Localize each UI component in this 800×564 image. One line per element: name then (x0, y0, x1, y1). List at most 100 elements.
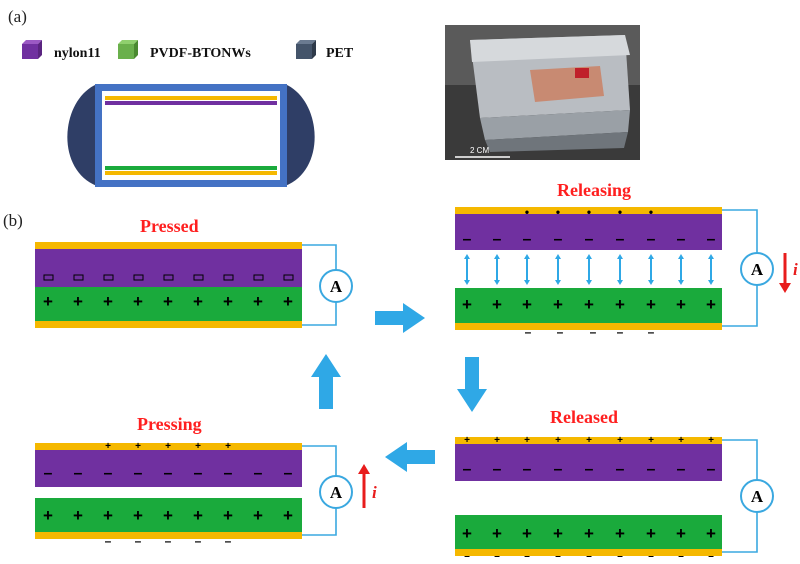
electrode-charge: + (678, 435, 684, 446)
electrode-charge: – (524, 551, 530, 559)
negative-charge: – (647, 461, 656, 478)
state-pressed: +++++++++A (35, 242, 353, 328)
circuit-wire (302, 445, 337, 476)
negative-charge: – (493, 231, 502, 248)
positive-charge: + (253, 292, 263, 311)
positive-charge: + (646, 295, 656, 314)
field-arrow-head (555, 280, 561, 285)
device-schematic (67, 84, 315, 187)
electrode-charge: – (494, 551, 500, 559)
electrode-charge: + (225, 441, 231, 452)
top-electrode (105, 96, 277, 100)
electrode-charge: + (135, 441, 141, 452)
title-pressed: Pressed (140, 216, 199, 236)
electrode-charge: – (586, 551, 592, 559)
negative-charge: – (647, 231, 656, 248)
electrode-charge: • (618, 205, 622, 219)
electrode-charge: – (590, 325, 597, 339)
positive-charge: + (43, 292, 53, 311)
pet-top (95, 84, 287, 91)
positive-charge: + (103, 506, 113, 525)
nylon-layer (105, 101, 277, 105)
negative-charge: – (523, 461, 532, 478)
circuit-wire (722, 285, 758, 327)
negative-charge: – (616, 231, 625, 248)
nylon-layer (35, 450, 302, 487)
positive-charge: + (43, 506, 53, 525)
top-electrode (455, 437, 722, 444)
electrode-charge: + (195, 441, 201, 452)
negative-charge: – (194, 465, 203, 482)
field-arrow-head (494, 280, 500, 285)
negative-charge: – (493, 461, 502, 478)
current-arrow-head (358, 464, 370, 474)
field-arrow-head (678, 254, 684, 259)
top-electrode (455, 207, 722, 214)
electrode-charge: + (494, 435, 500, 446)
field-arrow-head (555, 254, 561, 259)
negative-charge (73, 274, 84, 281)
electrode-charge: – (648, 551, 654, 559)
ammeter-label: A (751, 260, 764, 279)
negative-charge: – (254, 465, 263, 482)
negative-charge: – (134, 465, 143, 482)
positive-charge: + (193, 292, 203, 311)
electrode-charge: • (587, 205, 591, 219)
field-arrow-head (586, 254, 592, 259)
electrode-charge: – (525, 325, 532, 339)
negative-charge (283, 274, 294, 281)
pet-left (95, 84, 102, 187)
negative-charge: – (284, 465, 293, 482)
negative-charge (103, 274, 114, 281)
circuit-wire (302, 244, 337, 270)
legend: nylon11 PVDF-BTONWs PET (22, 40, 354, 61)
field-arrow-head (494, 254, 500, 259)
ammeter-label: A (330, 483, 343, 502)
field-arrow-head (617, 254, 623, 259)
electrode-charge: • (556, 205, 560, 219)
positive-charge: + (193, 506, 203, 525)
negative-charge: – (523, 231, 532, 248)
negative-charge (253, 274, 264, 281)
positive-charge: + (522, 295, 532, 314)
pvdf-layer (455, 288, 722, 323)
nylon-layer (455, 444, 722, 481)
panel-label-b: (b) (3, 211, 23, 230)
title-releasing: Releasing (557, 180, 631, 200)
bottom-electrode (35, 532, 302, 539)
legend-swatch-pvdf (118, 44, 134, 59)
legend-label-nylon: nylon11 (54, 46, 101, 61)
positive-charge: + (522, 524, 532, 543)
negative-charge (193, 274, 204, 281)
negative-charge: – (74, 465, 83, 482)
positive-charge: + (553, 524, 563, 543)
electrode-charge: – (708, 551, 714, 559)
circuit-wire (302, 302, 337, 326)
electrode-charge: • (525, 205, 529, 219)
negative-charge: – (707, 461, 716, 478)
electrode-charge: + (464, 435, 470, 446)
positive-charge: + (103, 292, 113, 311)
legend-label-pet: PET (326, 46, 354, 61)
negative-charge: – (677, 461, 686, 478)
field-arrow-head (524, 280, 530, 285)
positive-charge: + (492, 295, 502, 314)
panel-label-a: (a) (8, 7, 27, 26)
negative-charge: – (463, 461, 472, 478)
electrode-charge: – (557, 325, 564, 339)
current-arrow-head (779, 283, 791, 293)
bottom-electrode (35, 321, 302, 328)
nylon-layer (35, 249, 302, 287)
positive-charge: + (163, 292, 173, 311)
negative-charge: – (44, 465, 53, 482)
ammeter (740, 479, 774, 513)
circuit-wire (722, 209, 758, 253)
current-label: i (372, 483, 377, 502)
electrode-charge: – (225, 534, 232, 548)
field-arrow-head (648, 254, 654, 259)
bottom-electrode (105, 171, 277, 175)
positive-charge: + (223, 506, 233, 525)
electrode-charge: • (649, 205, 653, 219)
device-photo: 2 CM (445, 25, 640, 160)
